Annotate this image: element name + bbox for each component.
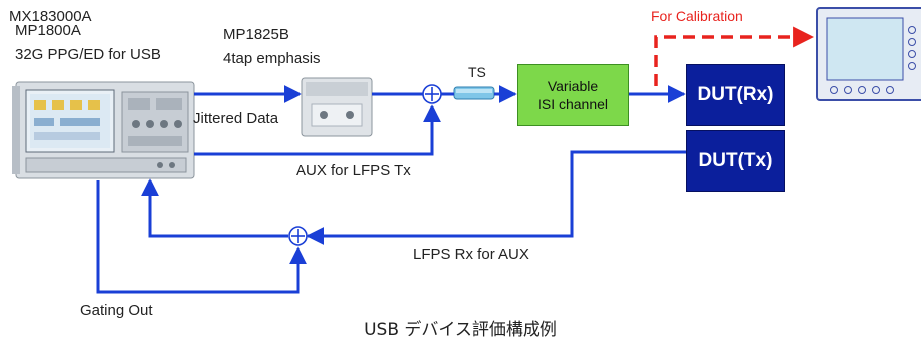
line-dut-tx-to-combiner xyxy=(306,150,686,245)
instrument-model-label-1: MX183000A xyxy=(9,8,92,25)
emphasis-model-label: MP1825B xyxy=(223,26,289,43)
instrument-function-label: 32G PPG/ED for USB xyxy=(15,46,161,63)
dut-rx-label: DUT(Rx) xyxy=(697,84,774,105)
isi-channel-label-2: ISI channel xyxy=(537,96,609,112)
jittered-data-label: Jittered Data xyxy=(193,110,279,127)
combiner-top-icon xyxy=(422,84,442,104)
line-combiner-to-instrument xyxy=(141,178,288,238)
line-calibration xyxy=(654,26,815,86)
isi-channel-label-1: Variable xyxy=(547,78,599,94)
oscilloscope-icon xyxy=(816,7,921,101)
dut-tx-label: DUT(Tx) xyxy=(698,150,773,171)
figure-caption: USB デバイス評価構成例 xyxy=(364,320,557,340)
mp1825b-unit-icon xyxy=(301,77,373,137)
instrument-model-label-2: MP1800A xyxy=(15,22,81,39)
dut-tx-box: DUT(Tx) xyxy=(686,130,785,192)
gating-out-label: Gating Out xyxy=(80,302,153,319)
calibration-label: For Calibration xyxy=(651,8,743,24)
isi-channel-box: Variable ISI channel xyxy=(517,64,629,126)
line-gating-out xyxy=(96,180,307,294)
combiner-bottom-icon xyxy=(288,226,308,246)
dut-rx-box: DUT(Rx) xyxy=(686,64,785,126)
emphasis-function-label: 4tap emphasis xyxy=(223,50,321,67)
mp1800a-instrument-icon xyxy=(12,81,195,179)
ts-connector-icon xyxy=(453,86,495,100)
line-aux-lfps-tx xyxy=(194,104,441,156)
ts-label: TS xyxy=(468,64,486,80)
lfps-rx-aux-label: LFPS Rx for AUX xyxy=(413,246,529,263)
aux-lfps-tx-label: AUX for LFPS Tx xyxy=(296,162,411,179)
